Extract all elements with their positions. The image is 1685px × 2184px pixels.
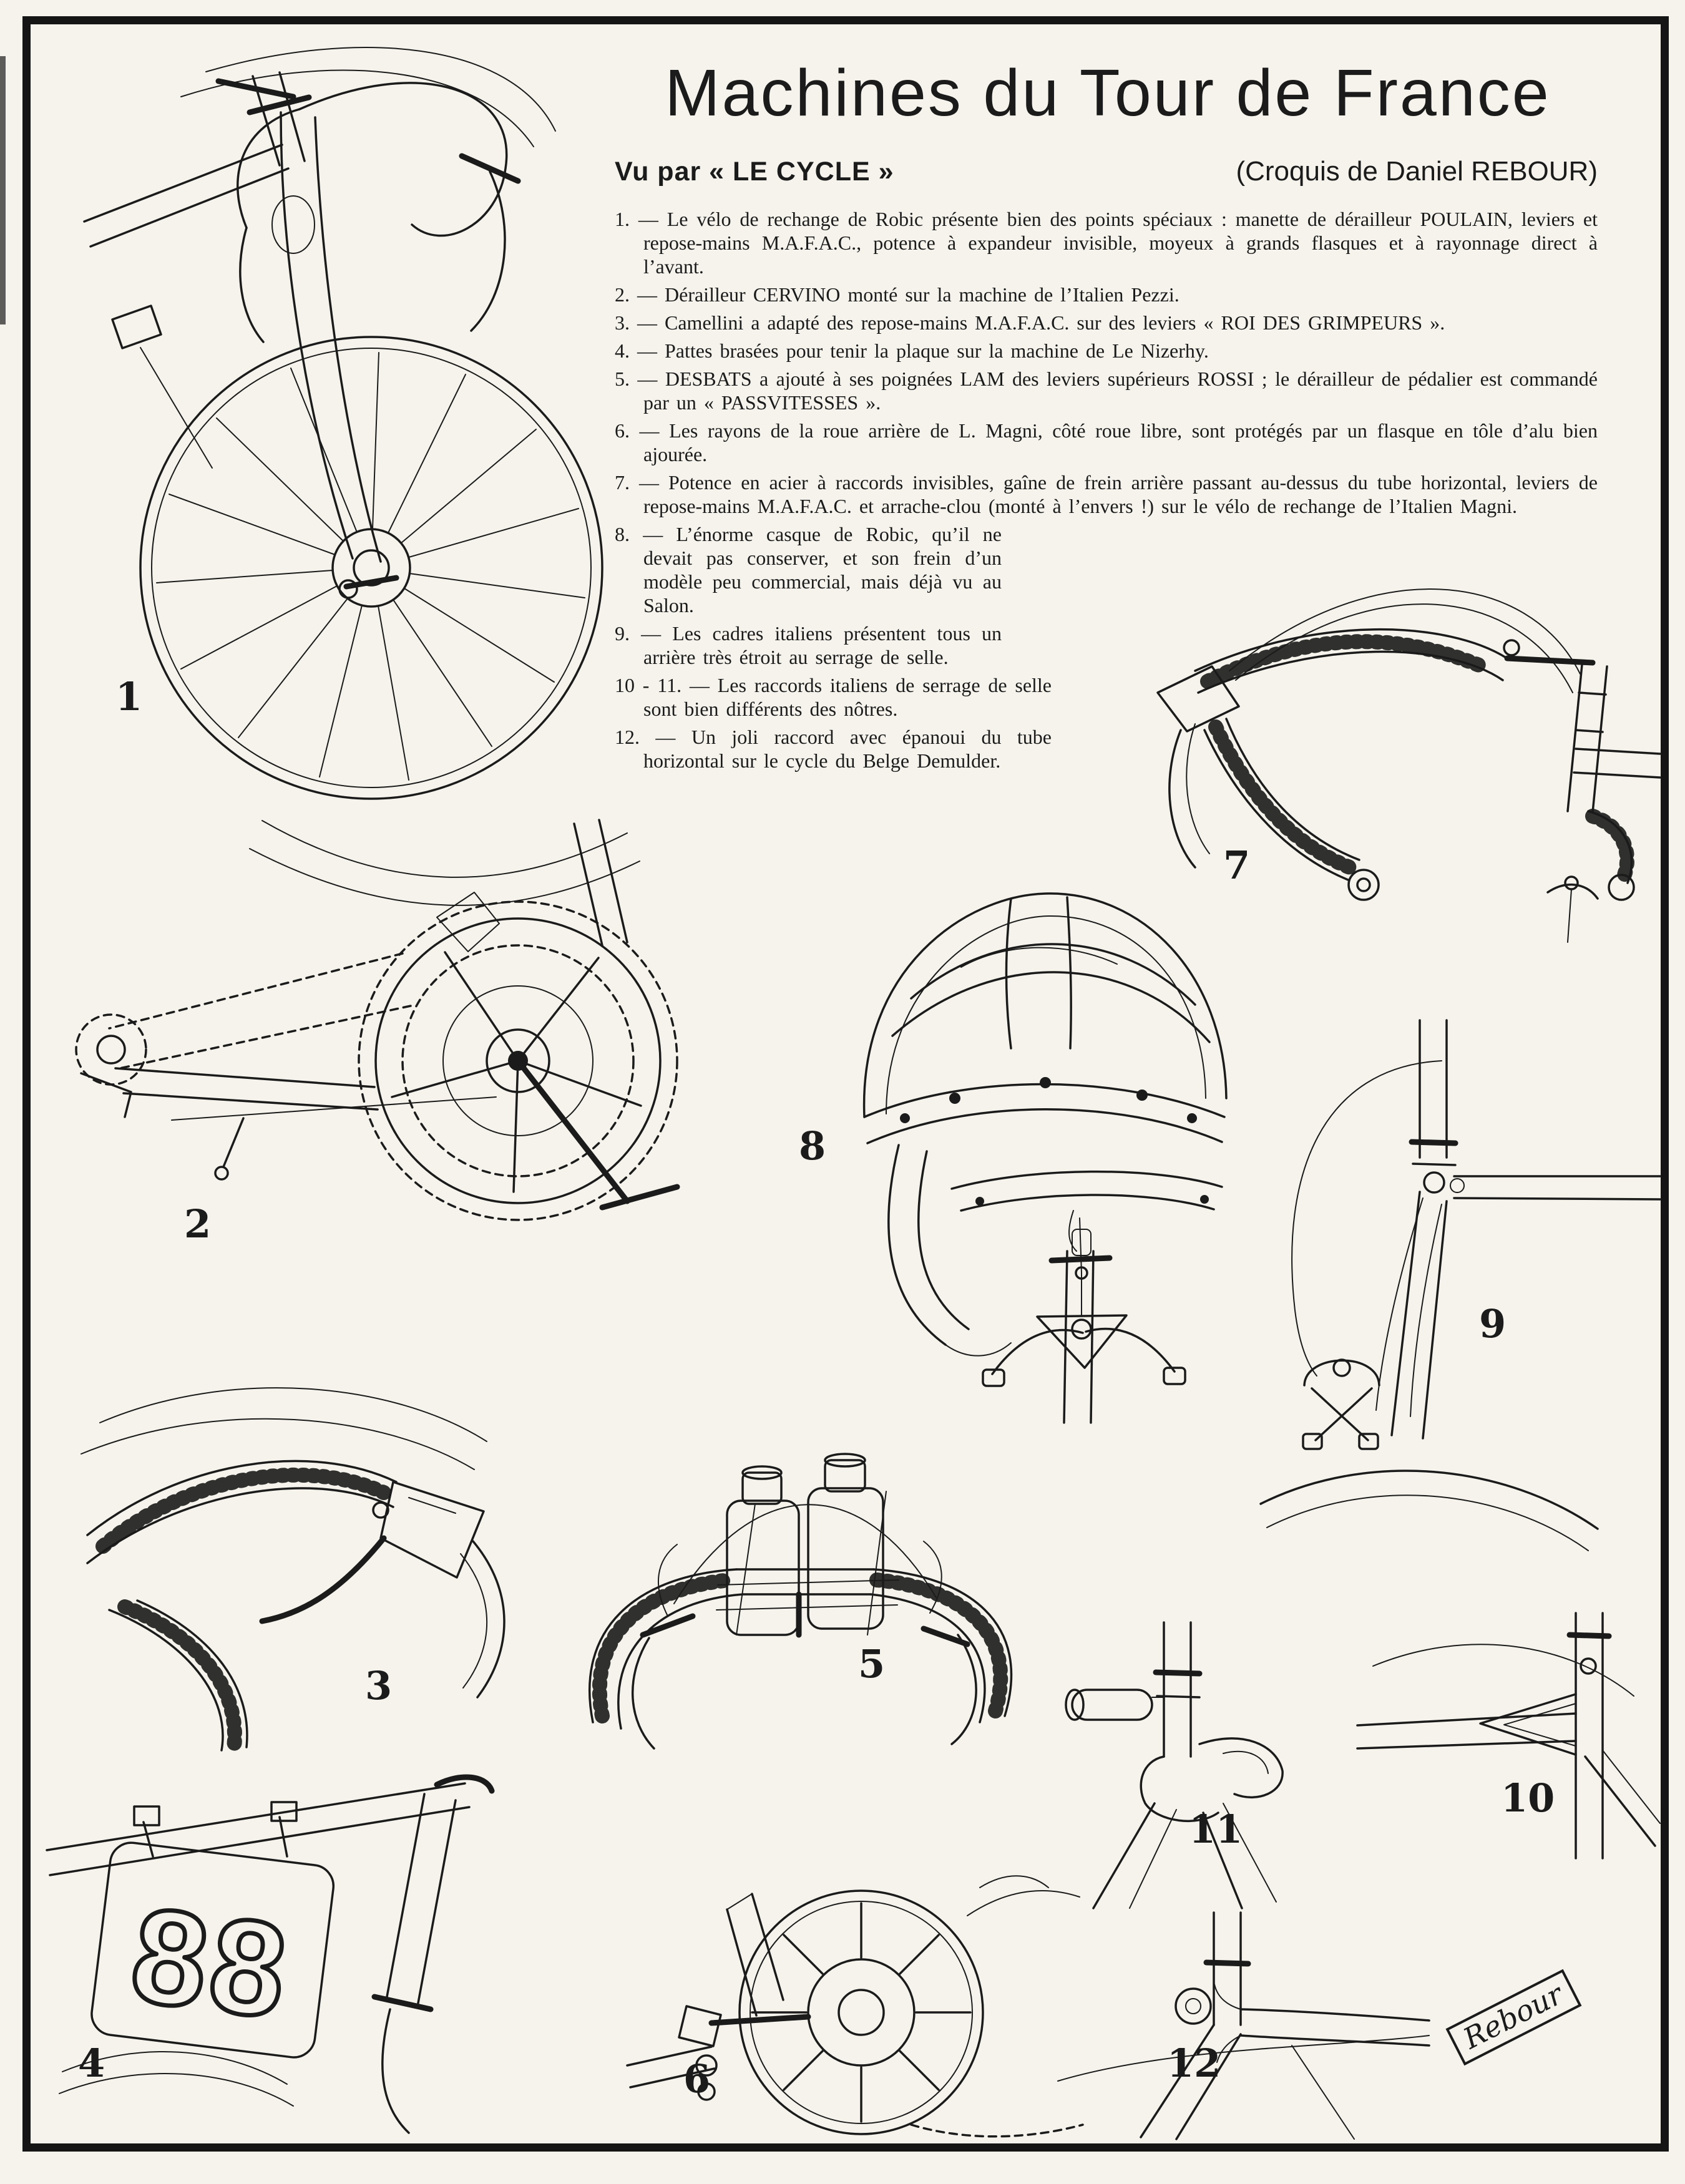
figure-1-front-end-sketch: [31, 37, 605, 800]
captions-narrow-block: 8. — L’énorme casque de Robic, qu’il ne …: [615, 522, 1002, 669]
figure-6-hub-disc-sketch: [593, 1860, 1092, 2159]
caption-item-10-11: 10 - 11. — Les raccords italiens de serr…: [615, 673, 1052, 721]
page-border-frame: [22, 16, 1669, 2152]
caption-text: — Le vélo de rechange de Robic présente …: [638, 208, 1598, 278]
figure-1-label: 1: [115, 674, 143, 719]
figure-10-label: 10: [1501, 1775, 1555, 1821]
caption-number: 4.: [615, 339, 630, 362]
caption-item-1: 1. — Le vélo de rechange de Robic présen…: [615, 207, 1598, 278]
caption-text: — Dérailleur CERVINO monté sur la machin…: [637, 283, 1180, 306]
caption-item-7: 7. — Potence en acier à raccords invisib…: [615, 470, 1598, 518]
figure-11-seat-binder-sketch: [1036, 1597, 1323, 1909]
figure-4-label: 4: [78, 2040, 105, 2086]
figure-12-flared-lug-sketch: [1030, 1891, 1430, 2140]
figure-3-label: 3: [365, 1663, 393, 1709]
credit-rebour: (Croquis de Daniel REBOUR): [1236, 156, 1598, 187]
figure-3-brake-lever-sketch: [44, 1348, 543, 1760]
caption-item-12: 12. — Un joli raccord avec épanoui du tu…: [615, 725, 1052, 773]
caption-number: 3.: [615, 311, 630, 334]
figure-9-seat-cluster-sketch: [1236, 986, 1661, 1560]
caption-text: — Un joli raccord avec épanoui du tube h…: [643, 726, 1052, 772]
figure-9-label: 9: [1479, 1301, 1507, 1347]
figure-6-label: 6: [683, 2056, 711, 2102]
captions-column: 1. — Le vélo de rechange de Robic présen…: [615, 207, 1598, 777]
caption-text: — Les cadres italiens présentent tous un…: [641, 622, 1002, 668]
caption-item-3: 3. — Camellini a adapté des repose-mains…: [615, 311, 1598, 334]
caption-item-8: 8. — L’énorme casque de Robic, qu’il ne …: [615, 522, 1002, 617]
figure-2-derailleur-sketch: [37, 799, 724, 1292]
caption-number: 9.: [615, 622, 630, 645]
caption-number: 10 - 11.: [615, 674, 682, 696]
caption-text: — DESBATS a ajouté à ses poignées LAM de…: [637, 368, 1598, 414]
figure-5-label: 5: [858, 1641, 886, 1687]
caption-number: 5.: [615, 368, 630, 390]
caption-item-9: 9. — Les cadres italiens présentent tous…: [615, 622, 1002, 669]
caption-text: — Camellini a adapté des repose-mains M.…: [637, 311, 1445, 334]
caption-item-6: 6. — Les rayons de la roue arrière de L.…: [615, 419, 1598, 466]
figure-8-label: 8: [799, 1123, 826, 1169]
captions-narrow-block-2: 10 - 11. — Les raccords italiens de serr…: [615, 673, 1052, 773]
caption-number: 6.: [615, 419, 630, 442]
figure-11-label: 11: [1189, 1806, 1243, 1852]
scan-edge-smudge: [0, 56, 6, 324]
figure-10-seat-lug-sketch: [1336, 1591, 1661, 1860]
figure-4-race-plate-sketch: 88: [25, 1747, 499, 2134]
caption-text: — L’énorme casque de Robic, qu’il ne dev…: [643, 523, 1002, 617]
subtitle-row: Vu par « LE CYCLE » (Croquis de Daniel R…: [615, 156, 1598, 187]
figure-2-label: 2: [184, 1201, 212, 1247]
caption-item-4: 4. — Pattes brasées pour tenir la plaque…: [615, 339, 1598, 363]
caption-number: 2.: [615, 283, 630, 306]
caption-number: 1.: [615, 208, 630, 230]
figure-5-bars-bottles-sketch: [549, 1429, 1048, 1753]
caption-item-2: 2. — Dérailleur CERVINO monté sur la mac…: [615, 283, 1598, 306]
figure-8-helmet-brake-sketch: [805, 836, 1279, 1466]
caption-item-5: 5. — DESBATS a ajouté à ses poignées LAM…: [615, 367, 1598, 414]
figure-7-stem-bars-sketch: [1048, 543, 1661, 980]
page-title: Machines du Tour de France: [665, 56, 1551, 130]
caption-number: 8.: [615, 523, 630, 545]
race-plate-number: 88: [124, 1878, 298, 2047]
caption-number: 7.: [615, 471, 630, 494]
subtitle-le-cycle: Vu par « LE CYCLE »: [615, 157, 894, 187]
figure-7-label: 7: [1223, 842, 1251, 888]
caption-text: — Les raccords italiens de serrage de se…: [643, 674, 1052, 720]
caption-text: — Potence en acier à raccords invisibles…: [639, 471, 1598, 517]
caption-number: 12.: [615, 726, 640, 748]
figure-12-label: 12: [1167, 2040, 1221, 2086]
caption-text: — Les rayons de la roue arrière de L. Ma…: [639, 419, 1598, 466]
caption-text: — Pattes brasées pour tenir la plaque su…: [637, 339, 1209, 362]
